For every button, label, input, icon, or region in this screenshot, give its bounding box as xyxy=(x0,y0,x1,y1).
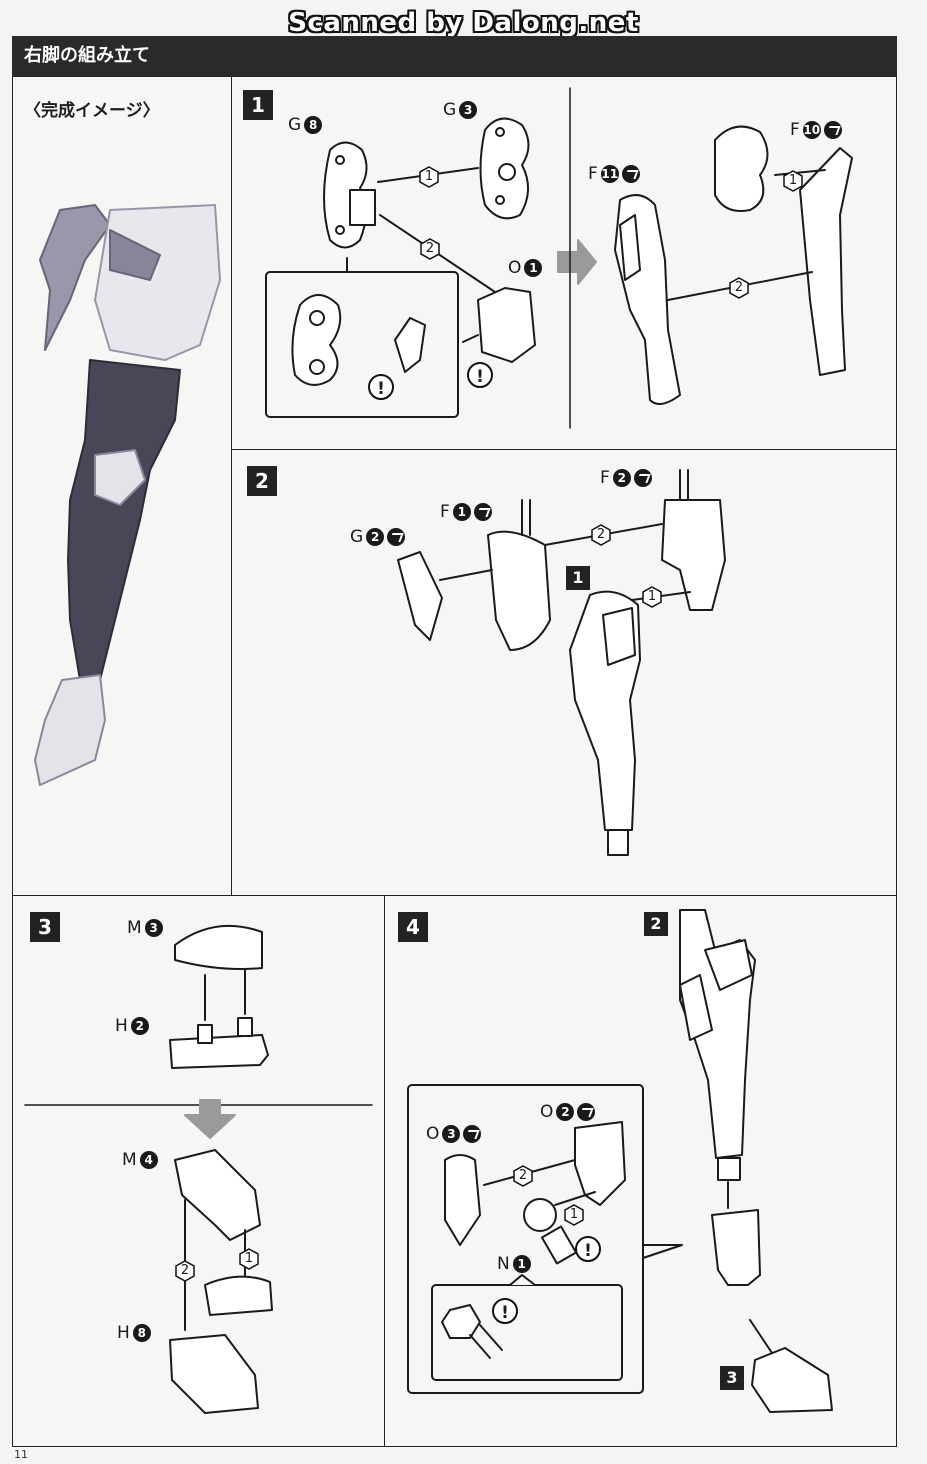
step2-number: 2 xyxy=(247,466,277,496)
order-marker: 2 xyxy=(728,277,750,299)
leg-preview-figure xyxy=(34,204,221,786)
scan-watermark: Scanned by Dalong.net xyxy=(288,8,639,38)
step3-number: 3 xyxy=(30,912,60,942)
order-marker: 1 xyxy=(563,1204,585,1226)
order-marker: 2 xyxy=(512,1165,534,1187)
cut-icon xyxy=(823,121,842,139)
cut-icon xyxy=(577,1103,596,1121)
step2-sub-ref: 1 xyxy=(566,566,590,590)
preview-caption: 〈完成イメージ〉 xyxy=(24,101,160,121)
step4-sub-ref-2: 2 xyxy=(644,912,668,936)
caution-icon: ! xyxy=(467,362,493,388)
cut-icon xyxy=(633,469,652,487)
step1-number: 1 xyxy=(243,90,273,120)
page-number: 11 xyxy=(14,1448,28,1461)
order-marker: 2 xyxy=(174,1260,196,1282)
order-marker: 1 xyxy=(782,170,804,192)
order-marker: 2 xyxy=(419,238,441,260)
cut-icon xyxy=(621,165,640,183)
step4-sub-ref-3: 3 xyxy=(720,1366,744,1390)
step4-number: 4 xyxy=(398,912,428,942)
page-title: 右脚の組み立て xyxy=(12,36,897,76)
cut-icon xyxy=(463,1125,482,1143)
caution-icon: ! xyxy=(492,1298,518,1324)
order-marker: 2 xyxy=(590,524,612,546)
cut-icon xyxy=(473,503,492,521)
order-marker: 1 xyxy=(641,586,663,608)
caution-icon: ! xyxy=(368,374,394,400)
cut-icon xyxy=(387,528,406,546)
order-marker: 1 xyxy=(238,1248,260,1270)
order-marker: 1 xyxy=(418,166,440,188)
caution-icon: ! xyxy=(575,1236,601,1262)
